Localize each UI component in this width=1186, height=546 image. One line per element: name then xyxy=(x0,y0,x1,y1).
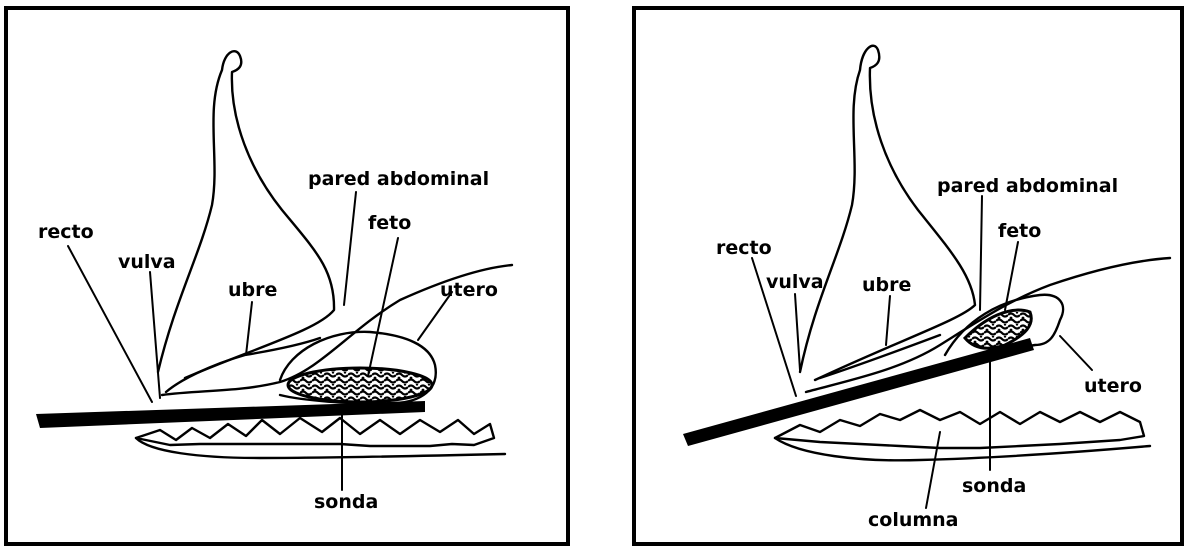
label-ubre: ubre xyxy=(862,274,911,296)
probe-rod xyxy=(683,338,1034,446)
leader-columna xyxy=(926,432,940,508)
leader-ubre xyxy=(886,296,890,345)
label-vulva: vulva xyxy=(118,251,176,273)
leader-ubre xyxy=(246,302,252,355)
leader-vulva xyxy=(795,294,800,370)
panel-right: recto vulva ubre pared abdominal feto ut… xyxy=(634,8,1182,544)
label-ubre: ubre xyxy=(228,279,277,301)
belly-line xyxy=(136,438,505,458)
leader-pared xyxy=(980,196,982,310)
panel-left-frame xyxy=(6,8,568,544)
label-pared: pared abdominal xyxy=(937,175,1118,197)
label-feto: feto xyxy=(368,212,411,234)
leader-utero xyxy=(1060,336,1092,370)
fetus-blob xyxy=(288,368,432,402)
label-utero: utero xyxy=(1084,375,1142,397)
label-sonda: sonda xyxy=(314,491,378,513)
spine-vertebrae xyxy=(136,418,494,446)
label-utero: utero xyxy=(440,279,498,301)
probe-rod xyxy=(36,401,425,428)
label-sonda: sonda xyxy=(962,475,1026,497)
panel-left: recto vulva ubre pared abdominal feto ut… xyxy=(6,8,568,544)
label-feto: feto xyxy=(998,220,1041,242)
leader-feto xyxy=(368,238,398,376)
spine-vertebrae xyxy=(775,410,1144,448)
leader-pared xyxy=(344,192,356,305)
leader-vulva xyxy=(150,272,160,398)
label-vulva: vulva xyxy=(766,271,824,293)
label-pared: pared abdominal xyxy=(308,168,489,190)
label-columna: columna xyxy=(868,509,959,531)
label-recto: recto xyxy=(716,237,772,259)
tail-shape xyxy=(158,51,334,378)
label-recto: recto xyxy=(38,221,94,243)
